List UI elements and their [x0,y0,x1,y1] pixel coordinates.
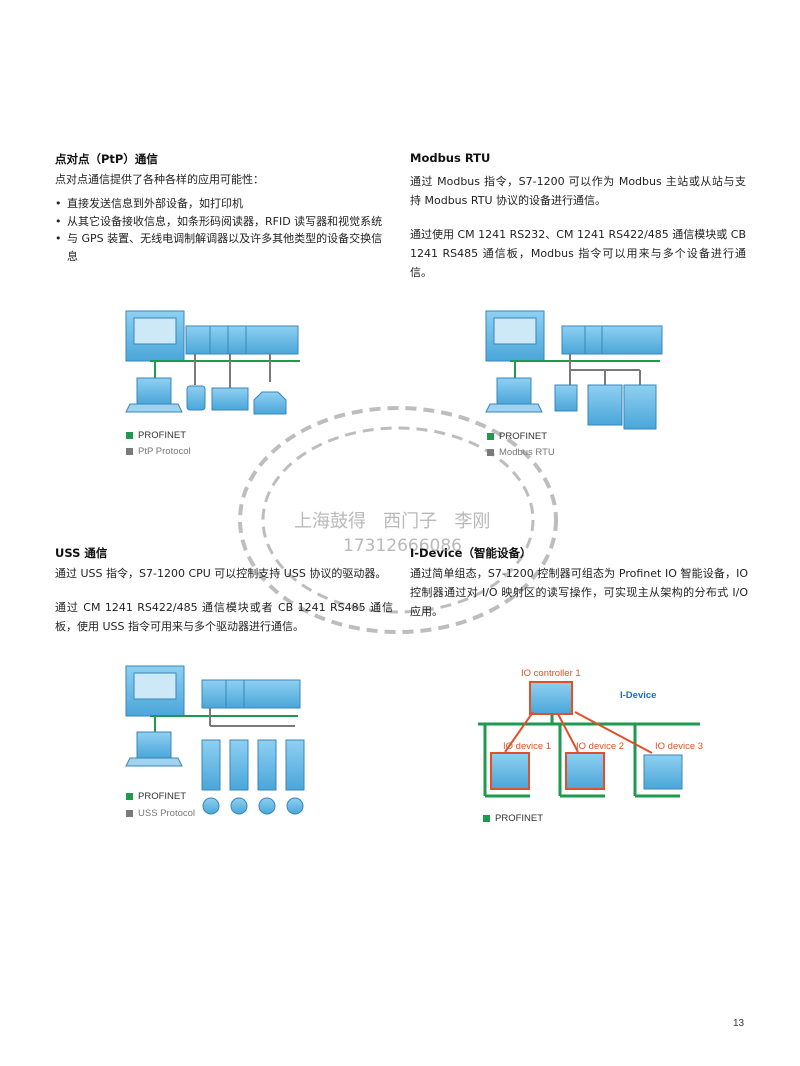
idevice-legend-profinet: PROFINET [483,811,543,825]
ptp-heading: 点对点（PtP）通信 [55,152,158,166]
ptp-diagram [125,310,300,415]
green-square-icon [126,792,133,800]
grey-square-icon [487,448,494,456]
watermark-rings [238,406,558,634]
idevice-label: I-Device [620,690,657,701]
list-item: 直接发送信息到外部设备，如打印机 [55,195,393,213]
uss-heading: USS 通信 [55,546,108,560]
modbus-paragraph-2: 通过使用 CM 1241 RS232、CM 1241 RS422/485 通信模… [410,228,746,279]
modbus-paragraph-1: 通过 Modbus 指令，S7-1200 可以作为 Modbus 主站或从站与支… [410,175,746,207]
ptp-legend-protocol: PtP Protocol [126,444,191,458]
io-controller-label: IO controller 1 [521,668,581,679]
modbus-diagram [485,310,663,430]
watermark-line-1: 上海鼓得 西门子 李刚 [294,511,491,532]
modbus-legend-profinet: PROFINET [487,429,547,443]
legend-label: PROFINET [138,429,187,441]
idevice-heading: I-Device（智能设备） [410,546,532,560]
io-device-1-label: IO device 1 [503,741,552,752]
io-device-2-label: IO device 2 [576,741,625,752]
modbus-heading: Modbus RTU [410,151,491,165]
uss-legend-profinet: PROFINET [126,789,186,803]
grey-square-icon [126,809,133,817]
idevice-diagram [478,681,700,798]
uss-paragraph-1: 通过 USS 指令，S7-1200 CPU 可以控制支持 USS 协议的驱动器。 [55,567,387,580]
page-number: 13 [733,1018,745,1029]
ptp-intro: 点对点通信提供了各种各样的应用可能性： [55,173,264,186]
legend-label: USS Protocol [138,807,196,819]
legend-label: PROFINET [499,430,548,442]
legend-label: Modbus RTU [499,446,555,458]
green-square-icon [126,431,133,439]
uss-legend-protocol: USS Protocol [126,806,195,820]
legend-label: PROFINET [495,812,544,824]
ptp-bullet-list: 直接发送信息到外部设备，如打印机 从其它设备接收信息，如条形码阅读器，RFID … [55,195,393,265]
list-item: 从其它设备接收信息，如条形码阅读器，RFID 读写器和视觉系统 [55,213,393,231]
ptp-legend-profinet: PROFINET [126,428,186,442]
list-item: 与 GPS 装置、无线电调制解调器以及许多其他类型的设备交换信息 [55,230,393,265]
modbus-legend-protocol: Modbus RTU [487,445,555,459]
legend-label: PROFINET [138,790,187,802]
legend-label: PtP Protocol [138,445,191,457]
uss-paragraph-2: 通过 CM 1241 RS422/485 通信模块或者 CB 1241 RS48… [55,601,393,633]
green-square-icon [483,814,490,822]
uss-diagram [125,665,305,815]
idevice-paragraph: 通过简单组态，S7-1200 控制器可组态为 Profinet IO 智能设备，… [410,567,748,618]
green-square-icon [487,432,494,440]
grey-square-icon [126,447,133,455]
watermark-line-2: 17312666086 [343,536,462,556]
io-device-3-label: IO device 3 [655,741,704,752]
